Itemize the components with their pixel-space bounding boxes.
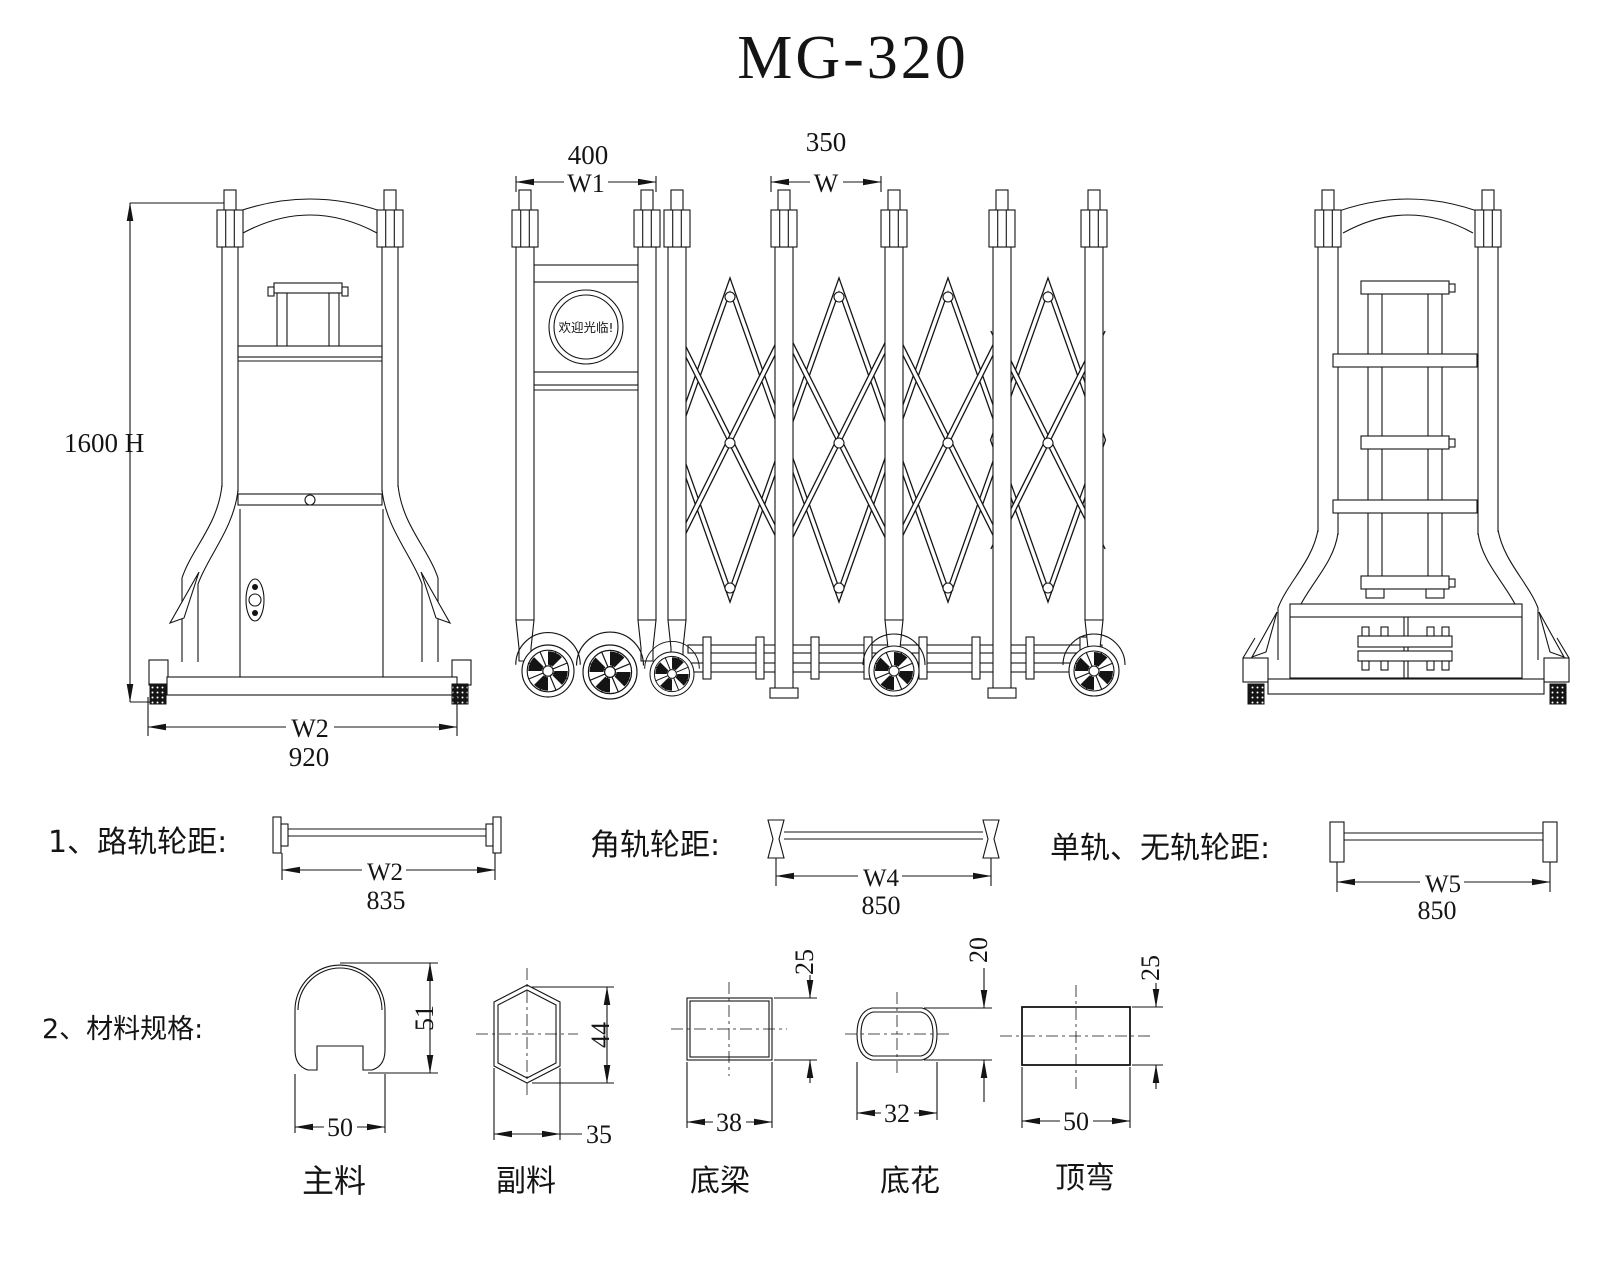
w1-dimension: 400 W1 (515, 140, 657, 198)
motor-bracket (267, 282, 349, 349)
bottom-beam-width: 38 (716, 1108, 742, 1137)
axle-section-rail: 1、路轨轮距: W2 835 (48, 816, 502, 915)
scissor-unit (893, 285, 1003, 595)
top-bend-height: 25 (1136, 955, 1165, 981)
left-end-view: 1600 H (64, 189, 472, 772)
post-cap (663, 189, 691, 248)
angle-rail-wheelbase-value: 850 (862, 891, 901, 920)
top-bend-width: 50 (1063, 1107, 1089, 1136)
bolt (304, 494, 316, 506)
post-foot (769, 687, 799, 699)
w1-label: W1 (567, 169, 605, 198)
w-label: W (814, 169, 839, 198)
axle-section-trackless: 单轨、无轨轮距: W5 850 (1050, 821, 1558, 925)
wheel-block (1247, 683, 1265, 705)
wheel-block (149, 683, 167, 705)
main-profile-height: 51 (410, 1005, 439, 1031)
right-end-view (1242, 189, 1570, 705)
post-cap (988, 189, 1016, 248)
front-elevation-view: 400 W1 350 W (511, 127, 1126, 700)
aux-profile-height: 44 (586, 1022, 615, 1048)
right-view-posts (1250, 247, 1566, 660)
base-panel (1289, 603, 1523, 692)
section-aux-profile: 44 35 副料 (476, 968, 615, 1199)
wheel-block (1549, 683, 1567, 705)
post-cap (511, 189, 539, 248)
base-beam (166, 676, 458, 696)
post-cap (1314, 189, 1342, 248)
left-view-posts (221, 247, 399, 492)
cross-rail (237, 345, 383, 358)
drawing-title: MG-320 (737, 24, 969, 92)
post-cap (1474, 189, 1502, 248)
scissor-unit (784, 285, 894, 595)
section-bottom-flower: 20 32 底花 (845, 937, 993, 1199)
rail-wheelbase-label: 1、路轨轮距: (48, 825, 227, 860)
section-main-profile: 51 50 主料 (294, 962, 439, 1200)
scissor-unit (675, 285, 785, 595)
base-beam (1267, 678, 1545, 695)
bottom-flower-name: 底花 (880, 1164, 940, 1199)
aux-profile-name: 副料 (496, 1164, 556, 1199)
aux-profile-width: 35 (586, 1120, 612, 1149)
axle-section-angle-rail: 角轨轮距: W4 850 (590, 819, 1000, 920)
trackless-wheelbase-dim: W5 (1425, 871, 1461, 898)
height-value: 1600 H (64, 428, 144, 458)
post-cap (1080, 189, 1108, 248)
rail-wheelbase-value: 835 (367, 886, 406, 915)
w2-label: W2 (291, 714, 329, 743)
housing-flare (168, 484, 452, 677)
trackless-wheelbase-value: 850 (1418, 896, 1457, 925)
w2-value: 920 (289, 742, 330, 772)
rail-wheelbase-dim: W2 (367, 859, 403, 886)
post-cap (633, 189, 661, 248)
material-spec-label: 2、材料规格: (42, 1014, 203, 1045)
post-cap (770, 189, 798, 248)
w2-dimension: W2 920 (147, 697, 458, 772)
w1-value: 400 (568, 140, 609, 170)
base-block (148, 659, 169, 686)
lock-keyhole (245, 578, 265, 622)
sign-top-rail (533, 264, 639, 283)
angle-rail-wheelbase-dim: W4 (863, 865, 900, 892)
bottom-beam-height: 25 (790, 949, 819, 975)
post-cap (216, 189, 244, 248)
caster-wheel (515, 631, 581, 698)
bottom-flower-width: 32 (884, 1099, 910, 1128)
wheel-block (451, 683, 469, 705)
w-dimension: 350 W (770, 127, 882, 198)
post-foot (987, 687, 1017, 699)
post-cap (880, 189, 908, 248)
trackless-wheelbase-label: 单轨、无轨轮距: (1050, 831, 1270, 866)
caster-wheel (575, 631, 645, 700)
top-bend-name: 顶弯 (1055, 1161, 1115, 1196)
main-profile-name: 主料 (302, 1162, 366, 1200)
height-dimension: 1600 H (64, 202, 232, 703)
welcome-sign: 欢迎光临! (548, 289, 624, 365)
section-bottom-beam: 25 38 底梁 (671, 949, 819, 1199)
welcome-sign-text: 欢迎光临! (558, 320, 613, 335)
section-top-bend: 25 50 顶弯 (1000, 955, 1165, 1196)
base-corners (1242, 637, 1570, 683)
bottom-flower-height: 20 (964, 937, 993, 963)
angle-rail-wheelbase-label: 角轨轮距: (590, 828, 720, 863)
main-profile-width: 50 (327, 1113, 353, 1142)
bottom-beam-name: 底梁 (690, 1164, 750, 1199)
inner-ladder-frame (1332, 280, 1478, 599)
sign-bottom-rail (533, 371, 639, 386)
w-value: 350 (806, 127, 847, 157)
post-cap (376, 189, 404, 248)
